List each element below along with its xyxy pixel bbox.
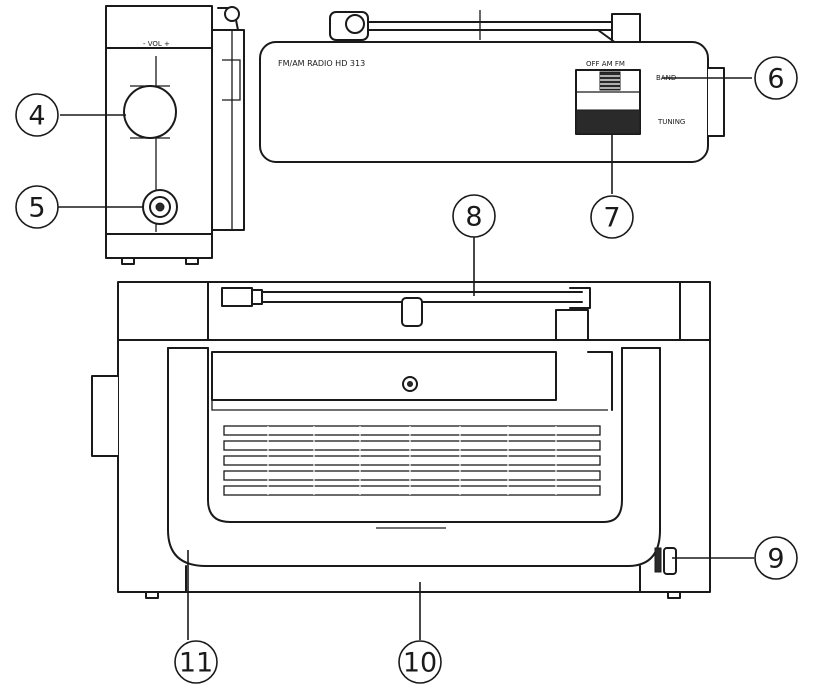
svg-text:5: 5 — [28, 193, 45, 224]
callout-8: 8 — [452, 194, 496, 238]
model-label: FM/AM RADIO HD 313 — [278, 59, 365, 68]
callout-4: 4 — [15, 93, 59, 137]
tuning-label: TUNING — [657, 118, 685, 126]
svg-text:4: 4 — [28, 101, 45, 132]
front-view — [91, 281, 711, 599]
dc-input-jack[interactable] — [654, 547, 677, 575]
side-view: - VOL + — [105, 5, 245, 265]
svg-text:6: 6 — [767, 64, 784, 95]
front-antenna — [221, 287, 591, 327]
callout-7: 7 — [590, 195, 634, 239]
top-view: FM/AM RADIO HD 313 OFF AM FM BAND TUNING — [259, 10, 725, 163]
svg-text:8: 8 — [465, 202, 482, 233]
volume-knob[interactable] — [123, 85, 177, 139]
headphone-jack[interactable] — [142, 189, 178, 225]
svg-text:11: 11 — [179, 648, 213, 679]
volume-scale-label: - VOL + — [143, 40, 170, 48]
callout-5: 5 — [15, 185, 59, 229]
speaker-grille — [223, 425, 601, 496]
band-positions-label: OFF AM FM — [586, 60, 625, 68]
callout-9: 9 — [754, 536, 798, 580]
svg-text:7: 7 — [603, 203, 620, 234]
carrying-handle[interactable] — [167, 347, 661, 567]
svg-text:9: 9 — [767, 544, 784, 575]
svg-text:10: 10 — [403, 648, 437, 679]
tuning-wheel[interactable]: TUNING — [575, 109, 685, 135]
top-antenna — [329, 10, 641, 47]
side-antenna — [209, 6, 245, 231]
front-side-knob[interactable] — [91, 375, 119, 457]
callout-10: 10 — [398, 640, 442, 684]
callout-6: 6 — [754, 56, 798, 100]
callout-11: 11 — [174, 640, 218, 684]
